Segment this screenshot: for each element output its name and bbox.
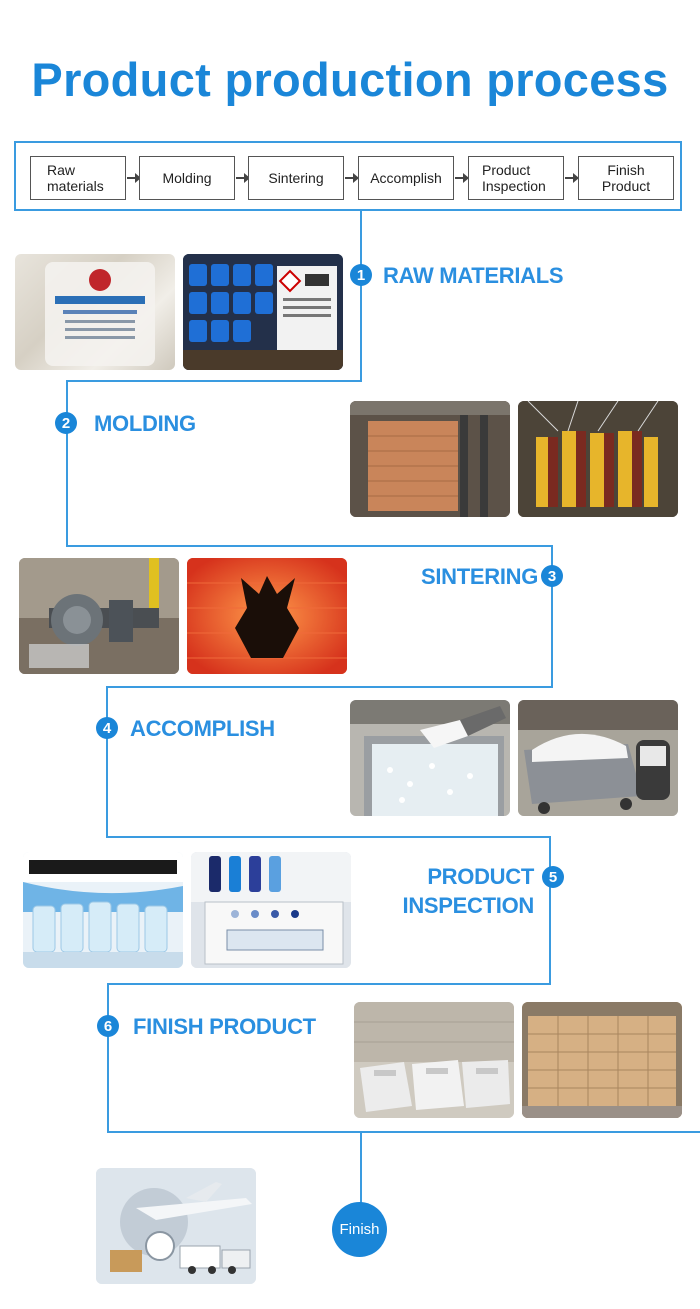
finish-badge: Finish bbox=[332, 1202, 387, 1257]
connector-line bbox=[106, 686, 108, 837]
stage-label-accomplish: ACCOMPLISH bbox=[130, 716, 275, 741]
connector-line bbox=[107, 983, 551, 985]
flow-arrow-icon bbox=[455, 173, 469, 183]
logistics-shipping-photo bbox=[96, 1168, 256, 1284]
sintering-valve-photo bbox=[19, 558, 179, 674]
connector-line bbox=[107, 983, 109, 1133]
process-flow: Raw materials Molding Sintering Accompli… bbox=[14, 141, 682, 211]
flow-arrow-icon bbox=[565, 173, 579, 183]
accomplish-cart-photo bbox=[518, 700, 678, 816]
flow-step-molding: Molding bbox=[139, 156, 235, 200]
stage-label-molding: MOLDING bbox=[94, 411, 196, 436]
inspection-samples-photo bbox=[23, 852, 183, 968]
raw-materials-drums-photo bbox=[183, 254, 343, 370]
finish-product-bags-photo bbox=[354, 1002, 514, 1118]
stage-label-finish-product: FINISH PRODUCT bbox=[133, 1014, 316, 1039]
connector-line bbox=[360, 1131, 362, 1203]
accomplish-crystals-photo bbox=[350, 700, 510, 816]
flow-arrow-icon bbox=[236, 173, 250, 183]
connector-line bbox=[66, 380, 68, 547]
flow-step-accomplish: Accomplish bbox=[358, 156, 454, 200]
molding-electrodes-photo bbox=[518, 401, 678, 517]
molding-kiln-photo bbox=[350, 401, 510, 517]
stage-number-badge: 4 bbox=[96, 717, 118, 739]
connector-line bbox=[360, 211, 362, 381]
connector-line bbox=[66, 380, 362, 382]
connector-line bbox=[549, 836, 551, 984]
raw-materials-bags-photo bbox=[15, 254, 175, 370]
stage-number-badge: 5 bbox=[542, 866, 564, 888]
flow-step-product-inspection: Product Inspection bbox=[468, 156, 564, 200]
stage-label-sintering: SINTERING bbox=[421, 564, 539, 589]
sintering-furnace-photo bbox=[187, 558, 347, 674]
finish-product-cartons-photo bbox=[522, 1002, 682, 1118]
flow-step-raw-materials: Raw materials bbox=[30, 156, 126, 200]
flow-step-finish-product: Finish Product bbox=[578, 156, 674, 200]
connector-line bbox=[551, 545, 553, 688]
stage-label-product-inspection: PRODUCT INSPECTION bbox=[402, 864, 535, 918]
stage-number-badge: 1 bbox=[350, 264, 372, 286]
stage-number-badge: 3 bbox=[541, 565, 563, 587]
flow-step-sintering: Sintering bbox=[248, 156, 344, 200]
connector-line bbox=[106, 686, 553, 688]
connector-line bbox=[107, 1131, 700, 1133]
stage-number-badge: 6 bbox=[97, 1015, 119, 1037]
connector-line bbox=[66, 545, 553, 547]
inspection-test-kit-photo bbox=[191, 852, 351, 968]
stage-number-badge: 2 bbox=[55, 412, 77, 434]
flow-arrow-icon bbox=[345, 173, 359, 183]
flow-arrow-icon bbox=[127, 173, 141, 183]
stage-label-raw-materials: RAW MATERIALS bbox=[383, 263, 564, 288]
page-title: Product production process bbox=[31, 53, 669, 106]
connector-line bbox=[106, 836, 551, 838]
